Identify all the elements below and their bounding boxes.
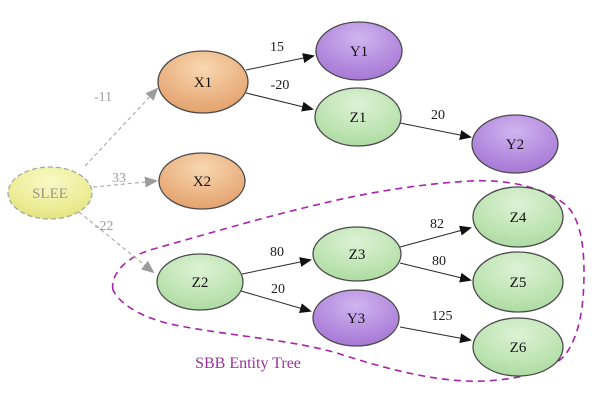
- cluster-boundary-outline: [111, 179, 585, 383]
- edge-x1-y1-label: 15: [270, 40, 284, 55]
- edge-slee-x1: -11: [84, 87, 159, 167]
- edge-z1-y2-label: 20: [431, 108, 445, 123]
- node-y1: Y1: [315, 21, 403, 81]
- node-slee: SLEE: [7, 166, 93, 220]
- edge-z3-z4-label: 82: [430, 217, 444, 232]
- node-y2-shape: [471, 114, 559, 174]
- node-z4-label: Z4: [510, 210, 527, 226]
- node-z3: Z3: [312, 226, 402, 282]
- node-z4-shape: [472, 186, 564, 248]
- node-x2: X2: [158, 152, 246, 210]
- node-z6-label: Z6: [510, 340, 527, 356]
- cluster-label: SBB Entity Tree: [195, 355, 301, 372]
- edge-z3-z5: 80: [399, 254, 472, 283]
- edge-slee-z2-label: -22: [95, 219, 114, 234]
- edge-z1-y2-line: [399, 122, 472, 140]
- node-y1-shape: [315, 21, 403, 81]
- edge-z2-z3: 80: [241, 245, 312, 275]
- edge-y3-z6: 125: [399, 309, 472, 344]
- edge-y3-z6-line: [399, 326, 472, 344]
- node-z3-label: Z3: [349, 247, 366, 263]
- node-z2-label: Z2: [192, 275, 209, 291]
- node-z5-shape: [472, 251, 564, 313]
- node-x2-shape: [158, 152, 246, 210]
- node-x1-shape: [157, 50, 249, 114]
- edge-slee-z2-line: [78, 211, 155, 274]
- node-z1-shape: [314, 87, 402, 147]
- edge-slee-x2-label: 33: [112, 171, 126, 186]
- node-z1: Z1: [314, 87, 402, 147]
- edge-x1-z1-label: -20: [271, 78, 290, 93]
- edge-z2-y3: 20: [240, 282, 312, 314]
- node-x1-label: X1: [194, 75, 212, 91]
- edge-slee-x2: 33: [92, 171, 158, 188]
- edge-x1-z1: -20: [245, 78, 314, 112]
- node-y2-label: Y2: [506, 137, 524, 153]
- node-z2-shape: [156, 253, 244, 311]
- node-z6-shape: [472, 317, 564, 377]
- cluster-sbb-entity-tree: SBB Entity Tree: [111, 179, 585, 383]
- edge-slee-z2: -22: [78, 211, 155, 274]
- edge-z2-z3-line: [241, 257, 312, 275]
- node-z6: Z6: [472, 317, 564, 377]
- node-z1-label: Z1: [350, 110, 367, 126]
- edge-z2-z3-label: 80: [270, 245, 284, 260]
- edge-y3-z6-label: 125: [432, 309, 453, 324]
- node-x2-label: X2: [193, 174, 211, 190]
- edge-z1-y2: 20: [399, 108, 472, 140]
- edge-slee-x1-line: [84, 87, 159, 167]
- node-y2: Y2: [471, 114, 559, 174]
- node-z4: Z4: [472, 186, 564, 248]
- edge-slee-x1-label: -11: [94, 90, 112, 105]
- node-slee-shape: [7, 166, 93, 220]
- edge-z2-y3-line: [240, 290, 312, 314]
- node-y3: Y3: [312, 289, 400, 347]
- node-z2: Z2: [156, 253, 244, 311]
- node-y3-shape: [312, 289, 400, 347]
- edge-z3-z5-label: 80: [432, 254, 446, 269]
- edge-x1-y1-line: [245, 53, 315, 71]
- node-x1: X1: [157, 50, 249, 114]
- node-slee-label: SLEE: [32, 186, 68, 202]
- edge-z2-y3-label: 20: [271, 282, 285, 297]
- node-y1-label: Y1: [350, 44, 368, 60]
- edge-slee-x2-line: [92, 176, 158, 188]
- edge-z3-z4: 82: [399, 217, 472, 248]
- edge-z3-z5-line: [399, 262, 472, 283]
- edge-x1-z1-line: [245, 92, 314, 112]
- node-z3-shape: [312, 226, 402, 282]
- node-z5: Z5: [472, 251, 564, 313]
- node-z5-label: Z5: [510, 275, 527, 291]
- edge-x1-y1: 15: [245, 40, 315, 71]
- node-y3-label: Y3: [347, 311, 365, 327]
- edge-z3-z4-line: [399, 225, 472, 248]
